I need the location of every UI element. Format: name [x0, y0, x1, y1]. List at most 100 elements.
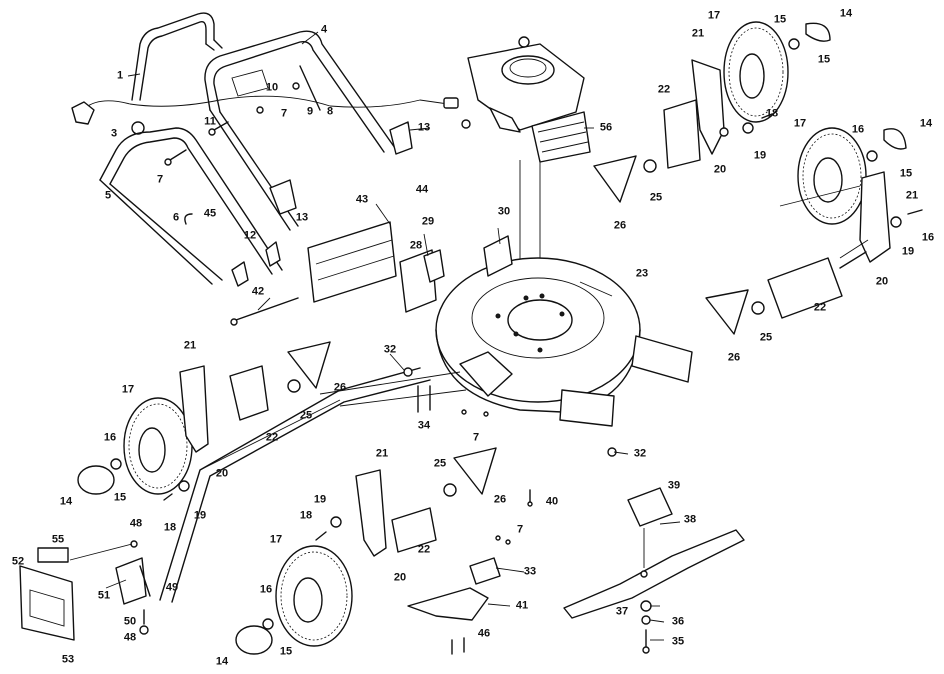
callout-20: 20: [215, 467, 229, 480]
callout-35: 35: [671, 635, 685, 648]
callout-53: 53: [61, 653, 75, 666]
callout-14: 14: [919, 117, 933, 130]
callout-7: 7: [472, 431, 480, 444]
callout-25: 25: [433, 457, 447, 470]
wheel-front-left-upper: [78, 366, 268, 500]
callout-36: 36: [671, 615, 685, 628]
callout-17: 17: [707, 9, 721, 22]
callout-20: 20: [713, 163, 727, 176]
callout-48: 48: [123, 631, 137, 644]
callout-16: 16: [921, 231, 935, 244]
callout-48: 48: [129, 517, 143, 530]
callout-10: 10: [265, 81, 279, 94]
callout-25: 25: [299, 409, 313, 422]
callout-26: 26: [493, 493, 507, 506]
discharge-plug: [20, 541, 150, 640]
callout-5: 5: [104, 189, 112, 202]
lower-handle: [100, 122, 412, 284]
callout-22: 22: [265, 431, 279, 444]
callout-20: 20: [393, 571, 407, 584]
callout-39: 39: [667, 479, 681, 492]
callout-22: 22: [813, 301, 827, 314]
callout-3: 3: [110, 127, 118, 140]
callout-16: 16: [103, 431, 117, 444]
callout-44: 44: [415, 183, 429, 196]
callout-18: 18: [299, 509, 313, 522]
callout-37: 37: [615, 605, 629, 618]
callout-15: 15: [279, 645, 293, 658]
callout-25: 25: [759, 331, 773, 344]
upper-handle: [132, 13, 222, 100]
callout-20: 20: [875, 275, 889, 288]
callout-49: 49: [165, 581, 179, 594]
callout-21: 21: [691, 27, 705, 40]
blade-assembly: [564, 488, 744, 653]
callout-32: 32: [633, 447, 647, 460]
callout-7: 7: [280, 107, 288, 120]
callout-28: 28: [409, 239, 423, 252]
callout-23: 23: [635, 267, 649, 280]
wheel-rear-right-lower: [768, 128, 922, 318]
callout-52: 52: [11, 555, 25, 568]
callout-29: 29: [421, 215, 435, 228]
callout-7: 7: [156, 173, 164, 186]
callout-38: 38: [683, 513, 697, 526]
height-adjusters: [288, 156, 764, 496]
callout-21: 21: [905, 189, 919, 202]
callout-26: 26: [333, 381, 347, 394]
callout-17: 17: [121, 383, 135, 396]
callout-4: 4: [320, 23, 328, 36]
callout-16: 16: [259, 583, 273, 596]
callout-21: 21: [375, 447, 389, 460]
callout-19: 19: [901, 245, 915, 258]
main-handle: [205, 31, 395, 230]
callout-14: 14: [215, 655, 229, 668]
engine: [468, 37, 590, 300]
wheel-rear-right-top: [664, 22, 830, 168]
callout-19: 19: [753, 149, 767, 162]
callout-18: 18: [765, 107, 779, 120]
mower-deck: [160, 222, 692, 602]
callout-15: 15: [899, 167, 913, 180]
callout-30: 30: [497, 205, 511, 218]
callout-18: 18: [163, 521, 177, 534]
callout-12: 12: [243, 229, 257, 242]
callout-55: 55: [51, 533, 65, 546]
callout-43: 43: [355, 193, 369, 206]
callout-51: 51: [97, 589, 111, 602]
callout-45: 45: [203, 207, 217, 220]
callout-25: 25: [649, 191, 663, 204]
callout-15: 15: [773, 13, 787, 26]
small-hardware: [404, 368, 616, 654]
callout-26: 26: [727, 351, 741, 364]
callout-40: 40: [545, 495, 559, 508]
callout-21: 21: [183, 339, 197, 352]
callout-16: 16: [851, 123, 865, 136]
callout-42: 42: [251, 285, 265, 298]
callout-15: 15: [817, 53, 831, 66]
callout-13: 13: [295, 211, 309, 224]
callout-17: 17: [793, 117, 807, 130]
callout-11: 11: [204, 115, 216, 128]
callout-14: 14: [59, 495, 73, 508]
callout-41: 41: [515, 599, 529, 612]
callout-6: 6: [172, 211, 180, 224]
callout-15: 15: [113, 491, 127, 504]
callout-9: 9: [306, 105, 314, 118]
leader-lines: [70, 32, 868, 640]
callout-26: 26: [613, 219, 627, 232]
callout-46: 46: [477, 627, 491, 640]
callout-34: 34: [417, 419, 431, 432]
callout-32: 32: [383, 343, 397, 356]
callout-13: 13: [417, 121, 431, 134]
callout-33: 33: [523, 565, 537, 578]
callout-1: 1: [116, 69, 124, 82]
callout-19: 19: [313, 493, 327, 506]
callout-22: 22: [657, 83, 671, 96]
callout-56: 56: [599, 121, 613, 134]
callout-7: 7: [516, 523, 524, 536]
callout-50: 50: [123, 615, 137, 628]
callout-17: 17: [269, 533, 283, 546]
